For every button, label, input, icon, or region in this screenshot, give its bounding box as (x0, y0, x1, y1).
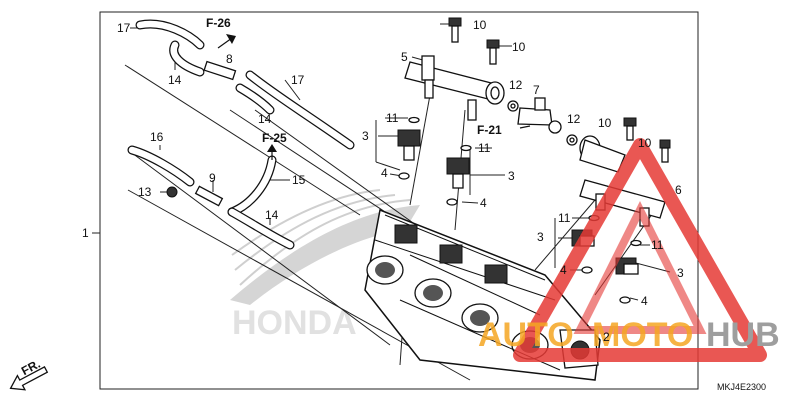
callout-6: 6 (675, 183, 682, 197)
logo-word-auto: AUTO (478, 316, 574, 354)
honda-brand-watermark: HONDA (232, 304, 357, 342)
hose-joint-9 (194, 185, 224, 207)
front-arrow-icon (9, 366, 49, 391)
diagram-code: MKJ4E2300 (717, 382, 766, 392)
callout-3a: 3 (362, 129, 369, 143)
callout-11a: 11 (386, 111, 399, 125)
logo-word-hub: HUB (706, 316, 780, 354)
callout-3c: 3 (537, 230, 544, 244)
callout-labels: 1 2 3 3 3 3 4 4 4 4 5 6 7 8 9 10 10 10 1… (82, 18, 684, 344)
fuel-hose-group-lower (127, 145, 295, 250)
callout-14a: 14 (168, 73, 182, 87)
callout-17b: 17 (291, 73, 305, 87)
callout-5: 5 (401, 50, 408, 64)
joint-7 (507, 97, 578, 146)
callout-17a: 17 (117, 21, 131, 35)
callout-14c: 14 (265, 208, 279, 222)
callout-16: 16 (150, 130, 164, 144)
callout-9: 9 (209, 171, 216, 185)
callout-8: 8 (226, 52, 233, 66)
callout-1: 1 (82, 226, 89, 240)
logo-word-moto: MOTO (592, 316, 693, 354)
automotohub-watermark: AUTO MOTO HUB (478, 138, 780, 362)
hose-joint-8 (203, 60, 237, 81)
ref-f25: F-25 (262, 131, 287, 145)
callout-4d: 4 (641, 294, 648, 308)
fuel-rail-5 (404, 55, 505, 121)
honda-wing-watermark: HONDA (230, 189, 420, 342)
callout-10d: 10 (638, 136, 652, 150)
callout-11d: 11 (651, 238, 664, 252)
callout-4a: 4 (381, 166, 388, 180)
callout-11c: 11 (558, 211, 571, 225)
fuel-hose-group-upper (135, 19, 355, 150)
callout-2: 2 (603, 330, 610, 344)
callout-4c: 4 (560, 263, 567, 277)
bolts-10 (448, 17, 671, 163)
callout-10b: 10 (512, 40, 526, 54)
reference-labels: F-26 F-25 F-21 (206, 16, 502, 145)
callout-7: 7 (533, 83, 540, 97)
callout-12a: 12 (509, 78, 523, 92)
injector-b (446, 144, 472, 206)
throttle-body-1 (364, 208, 601, 381)
ref-f26: F-26 (206, 16, 231, 30)
callout-3b: 3 (508, 169, 515, 183)
injector-a (397, 116, 421, 180)
callout-10c: 10 (598, 116, 612, 130)
ref-f21: F-21 (477, 123, 502, 137)
callout-10a: 10 (473, 18, 487, 32)
callout-11b: 11 (478, 141, 491, 155)
callout-15: 15 (292, 173, 306, 187)
callout-12b: 12 (567, 112, 581, 126)
callout-4b: 4 (480, 196, 487, 210)
diagram-frame (99, 11, 699, 390)
front-direction-indicator: FR. (9, 357, 49, 391)
callout-13: 13 (138, 185, 152, 199)
clip-13 (166, 186, 178, 198)
callout-14b: 14 (258, 112, 272, 126)
callout-3d: 3 (677, 266, 684, 280)
reference-arrows (217, 34, 531, 160)
